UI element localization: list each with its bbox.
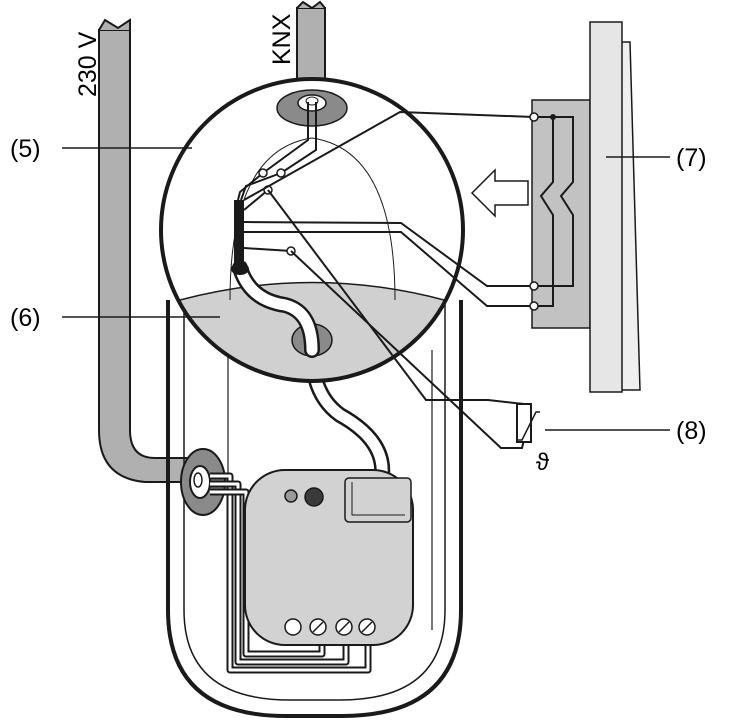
callout-7: (7) (676, 144, 707, 172)
callout-lines (62, 147, 670, 431)
terminal-row (284, 618, 376, 636)
actuator-module (244, 469, 414, 646)
terminal-screw-icon (358, 618, 376, 636)
callout-6: (6) (10, 304, 41, 332)
knx-bus-label: KNX (268, 13, 296, 65)
arrow-left-icon (470, 168, 529, 218)
signal-wires (243, 110, 535, 449)
mains-voltage-label: 230 V (74, 31, 102, 97)
callout-5: (5) (10, 135, 41, 163)
terminal-screw-icon (309, 618, 327, 636)
temperature-sensor-icon (516, 403, 540, 443)
callout-8: (8) (676, 417, 707, 445)
push-button (529, 21, 641, 393)
led-indicator-icon (304, 487, 324, 507)
temperature-symbol: ϑ (536, 449, 549, 476)
terminal-screw-icon (335, 618, 353, 636)
programming-button-icon (284, 489, 298, 503)
terminal-screw-icon (284, 618, 302, 636)
